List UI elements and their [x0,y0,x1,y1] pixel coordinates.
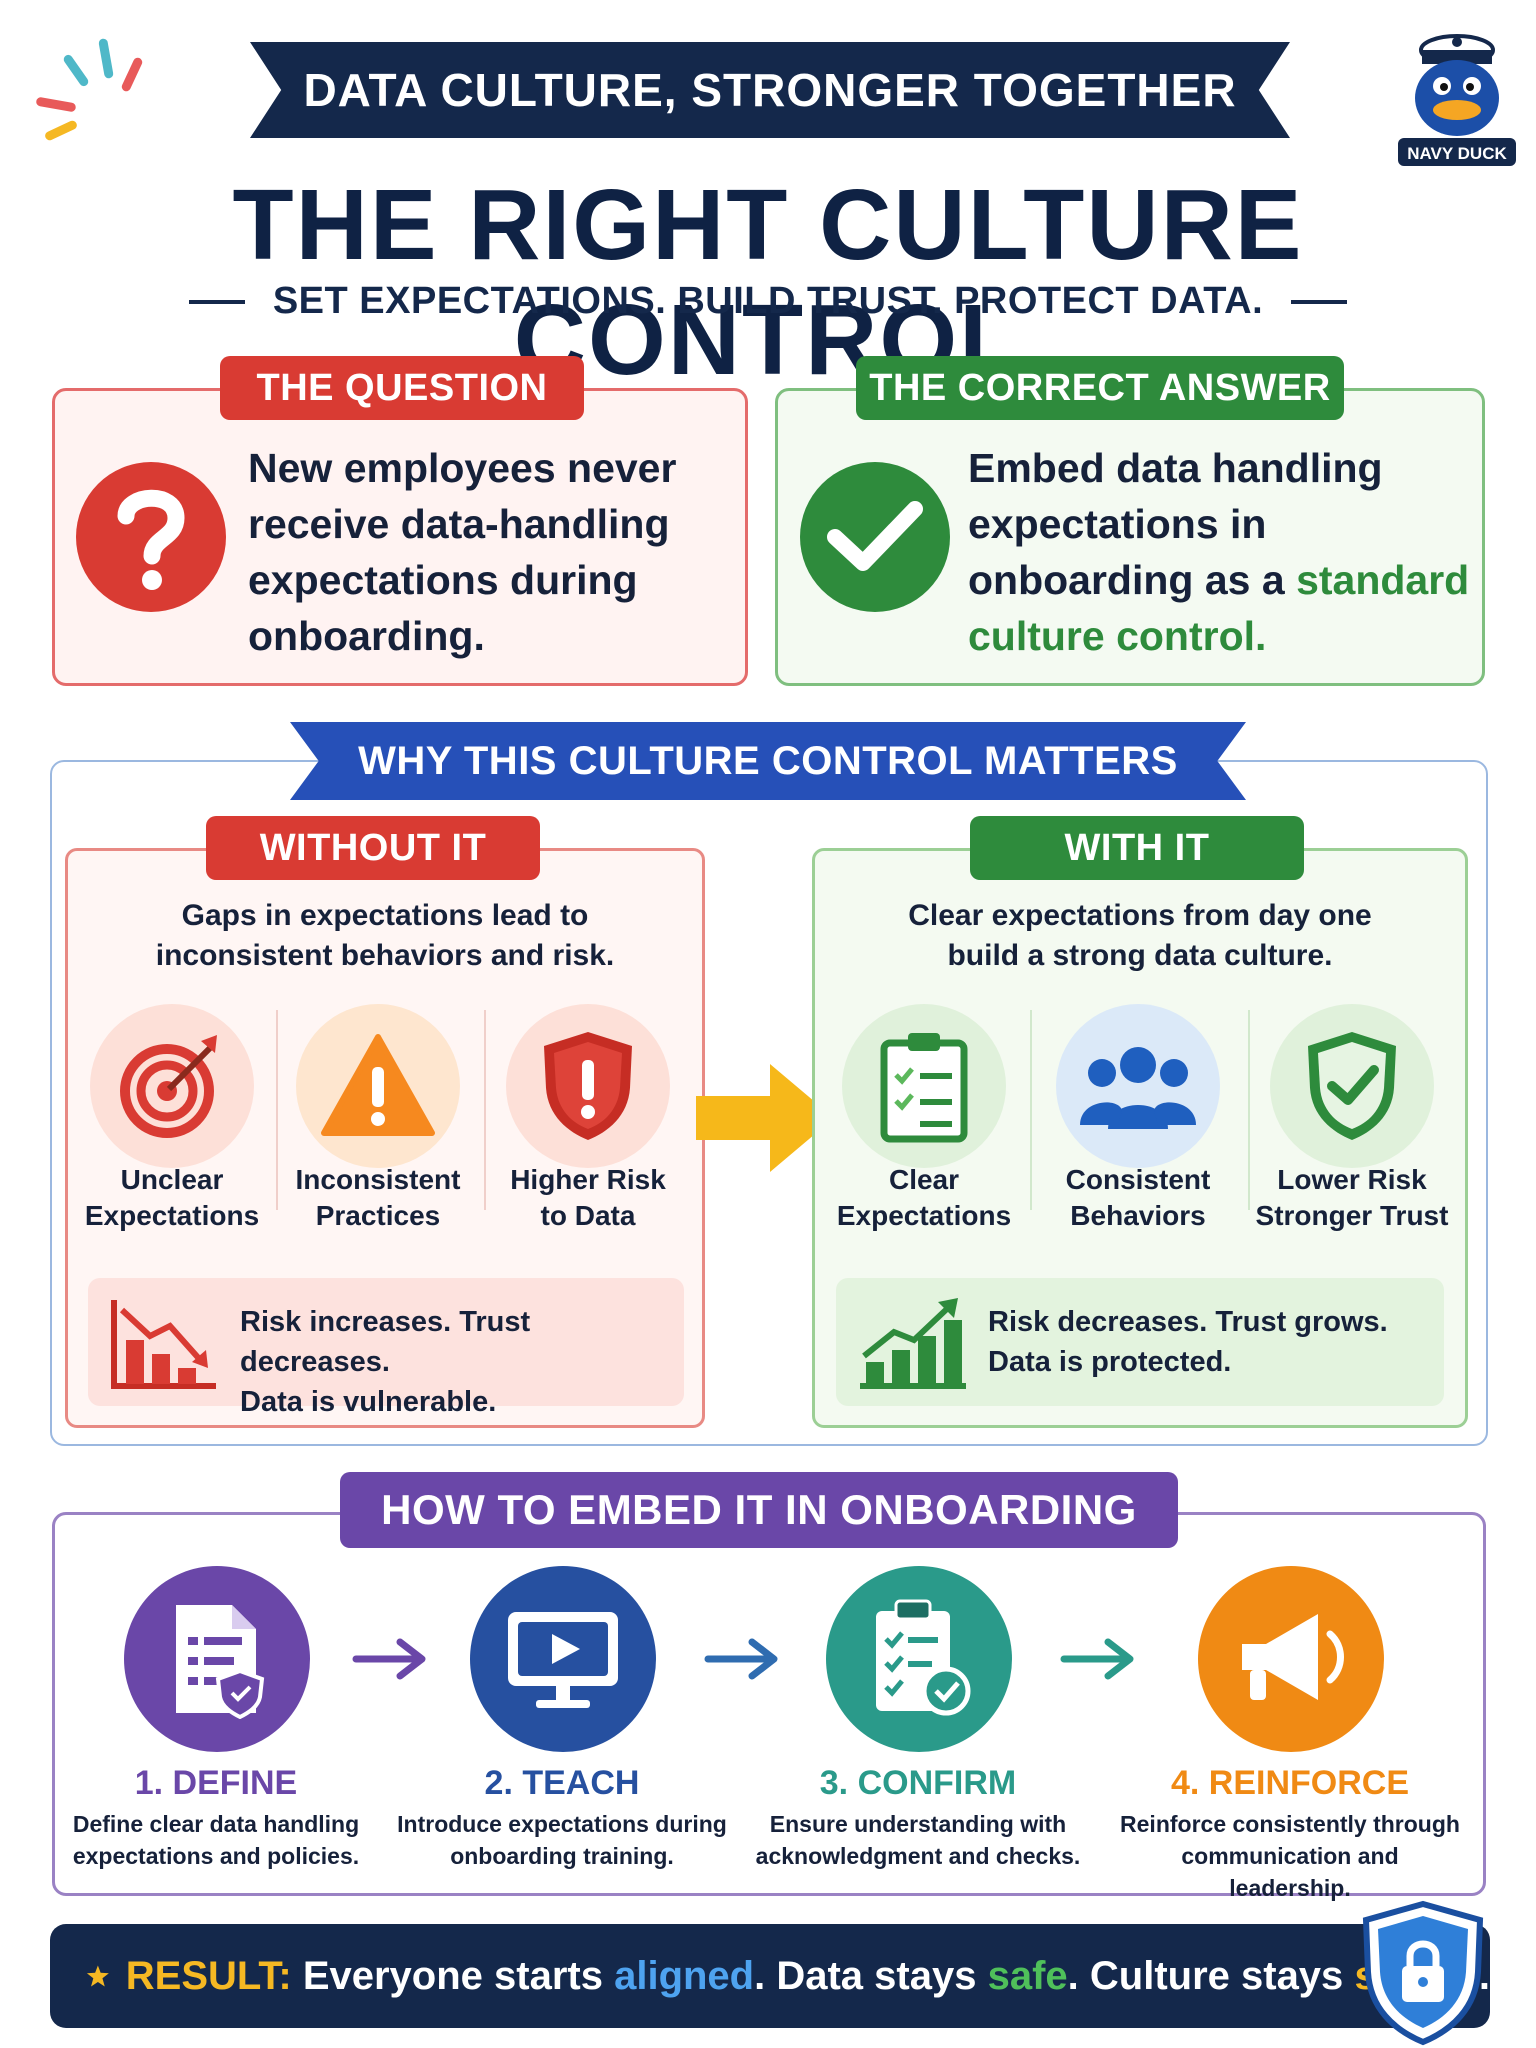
target-icon [90,1004,254,1168]
with-desc-line2: build a strong data culture. [947,939,1333,972]
without-result-box: Risk increases. Trust decreases. Data is… [88,1278,684,1418]
with-it-tag: WITH IT [970,816,1304,880]
subtitle-dash-left [188,299,245,304]
checklist-icon [842,1004,1006,1168]
clipboard-check-icon [826,1566,1012,1752]
result-word-safe: safe [987,1953,1068,1998]
lock-shield-icon [1360,1900,1486,2046]
mascot-label: NAVY DUCK [1407,144,1507,163]
star-icon [86,1965,109,1987]
with-it-description: Clear expectations from day one build a … [812,896,1468,976]
warning-icon [296,1004,460,1168]
question-tag: THE QUESTION [220,356,584,420]
video-training-icon [470,1566,656,1752]
checkmark-icon [800,462,950,612]
decorative-burst [30,36,150,146]
policy-document-icon [124,1566,310,1752]
divider [1248,1010,1250,1210]
top-banner: DATA CULTURE, STRONGER TOGETHER [250,42,1290,138]
divider [276,1010,278,1210]
subtitle-row: SET EXPECTATIONS. BUILD TRUST. PROTECT D… [0,280,1536,323]
step-title: 3. CONFIRM [819,1764,1017,1802]
answer-text: Embed data handling expectations in onbo… [968,440,1478,664]
answer-text-plain: Embed data handling expectations in onbo… [968,445,1383,603]
divider [484,1010,486,1210]
without-it-tag: WITHOUT IT [206,816,540,880]
arrow-right-icon [690,1058,840,1178]
chart-up-icon [858,1296,968,1397]
result-word-aligned: aligned [614,1953,755,1998]
with-result-text: Risk decreases. Trust grows. Data is pro… [988,1306,1388,1378]
answer-text-highlight: standard culture control. [968,557,1470,659]
step-title: 2. TEACH [484,1764,640,1802]
why-banner: WHY THIS CULTURE CONTROL MATTERS [290,722,1246,800]
with-desc-line1: Clear expectations from day one [908,899,1372,932]
without-result-text: Risk increases. Trust decreases. Data is… [240,1306,531,1418]
question-text: New employees never receive data-handlin… [248,445,677,659]
without-desc-line1: Gaps in expectations lead to [181,899,589,932]
how-tag: HOW TO EMBED IT IN ONBOARDING [340,1472,1178,1548]
result-bar: RESULT: Everyone starts aligned. Data st… [50,1924,1490,2028]
arrow-right-icon [1060,1634,1140,1689]
divider [1030,1010,1032,1210]
arrow-right-icon [352,1634,432,1689]
subtitle-dash-right [1291,299,1348,304]
megaphone-icon [1198,1566,1384,1752]
navy-duck-mascot: NAVY DUCK [1392,20,1522,170]
page-title: THE RIGHT CULTURE CONTROL [232,169,1304,396]
team-icon [1056,1004,1220,1168]
without-it-description: Gaps in expectations lead to inconsisten… [65,896,705,976]
step-title: 4. REINFORCE [1170,1764,1410,1802]
question-mark-icon [76,462,226,612]
without-desc-line2: inconsistent behaviors and risk. [155,939,615,972]
step-title: 1. DEFINE [134,1764,298,1802]
subtitle: SET EXPECTATIONS. BUILD TRUST. PROTECT D… [272,280,1264,322]
alert-shield-icon [506,1004,670,1168]
result-label: RESULT: [125,1953,292,1998]
result-text: RESULT: Everyone starts aligned. Data st… [125,1953,1490,1998]
answer-tag: THE CORRECT ANSWER [856,356,1344,420]
arrow-right-icon [704,1634,784,1689]
check-shield-icon [1270,1004,1434,1168]
with-result-box: Risk decreases. Trust grows. Data is pro… [836,1278,1444,1406]
chart-down-icon [110,1296,220,1397]
